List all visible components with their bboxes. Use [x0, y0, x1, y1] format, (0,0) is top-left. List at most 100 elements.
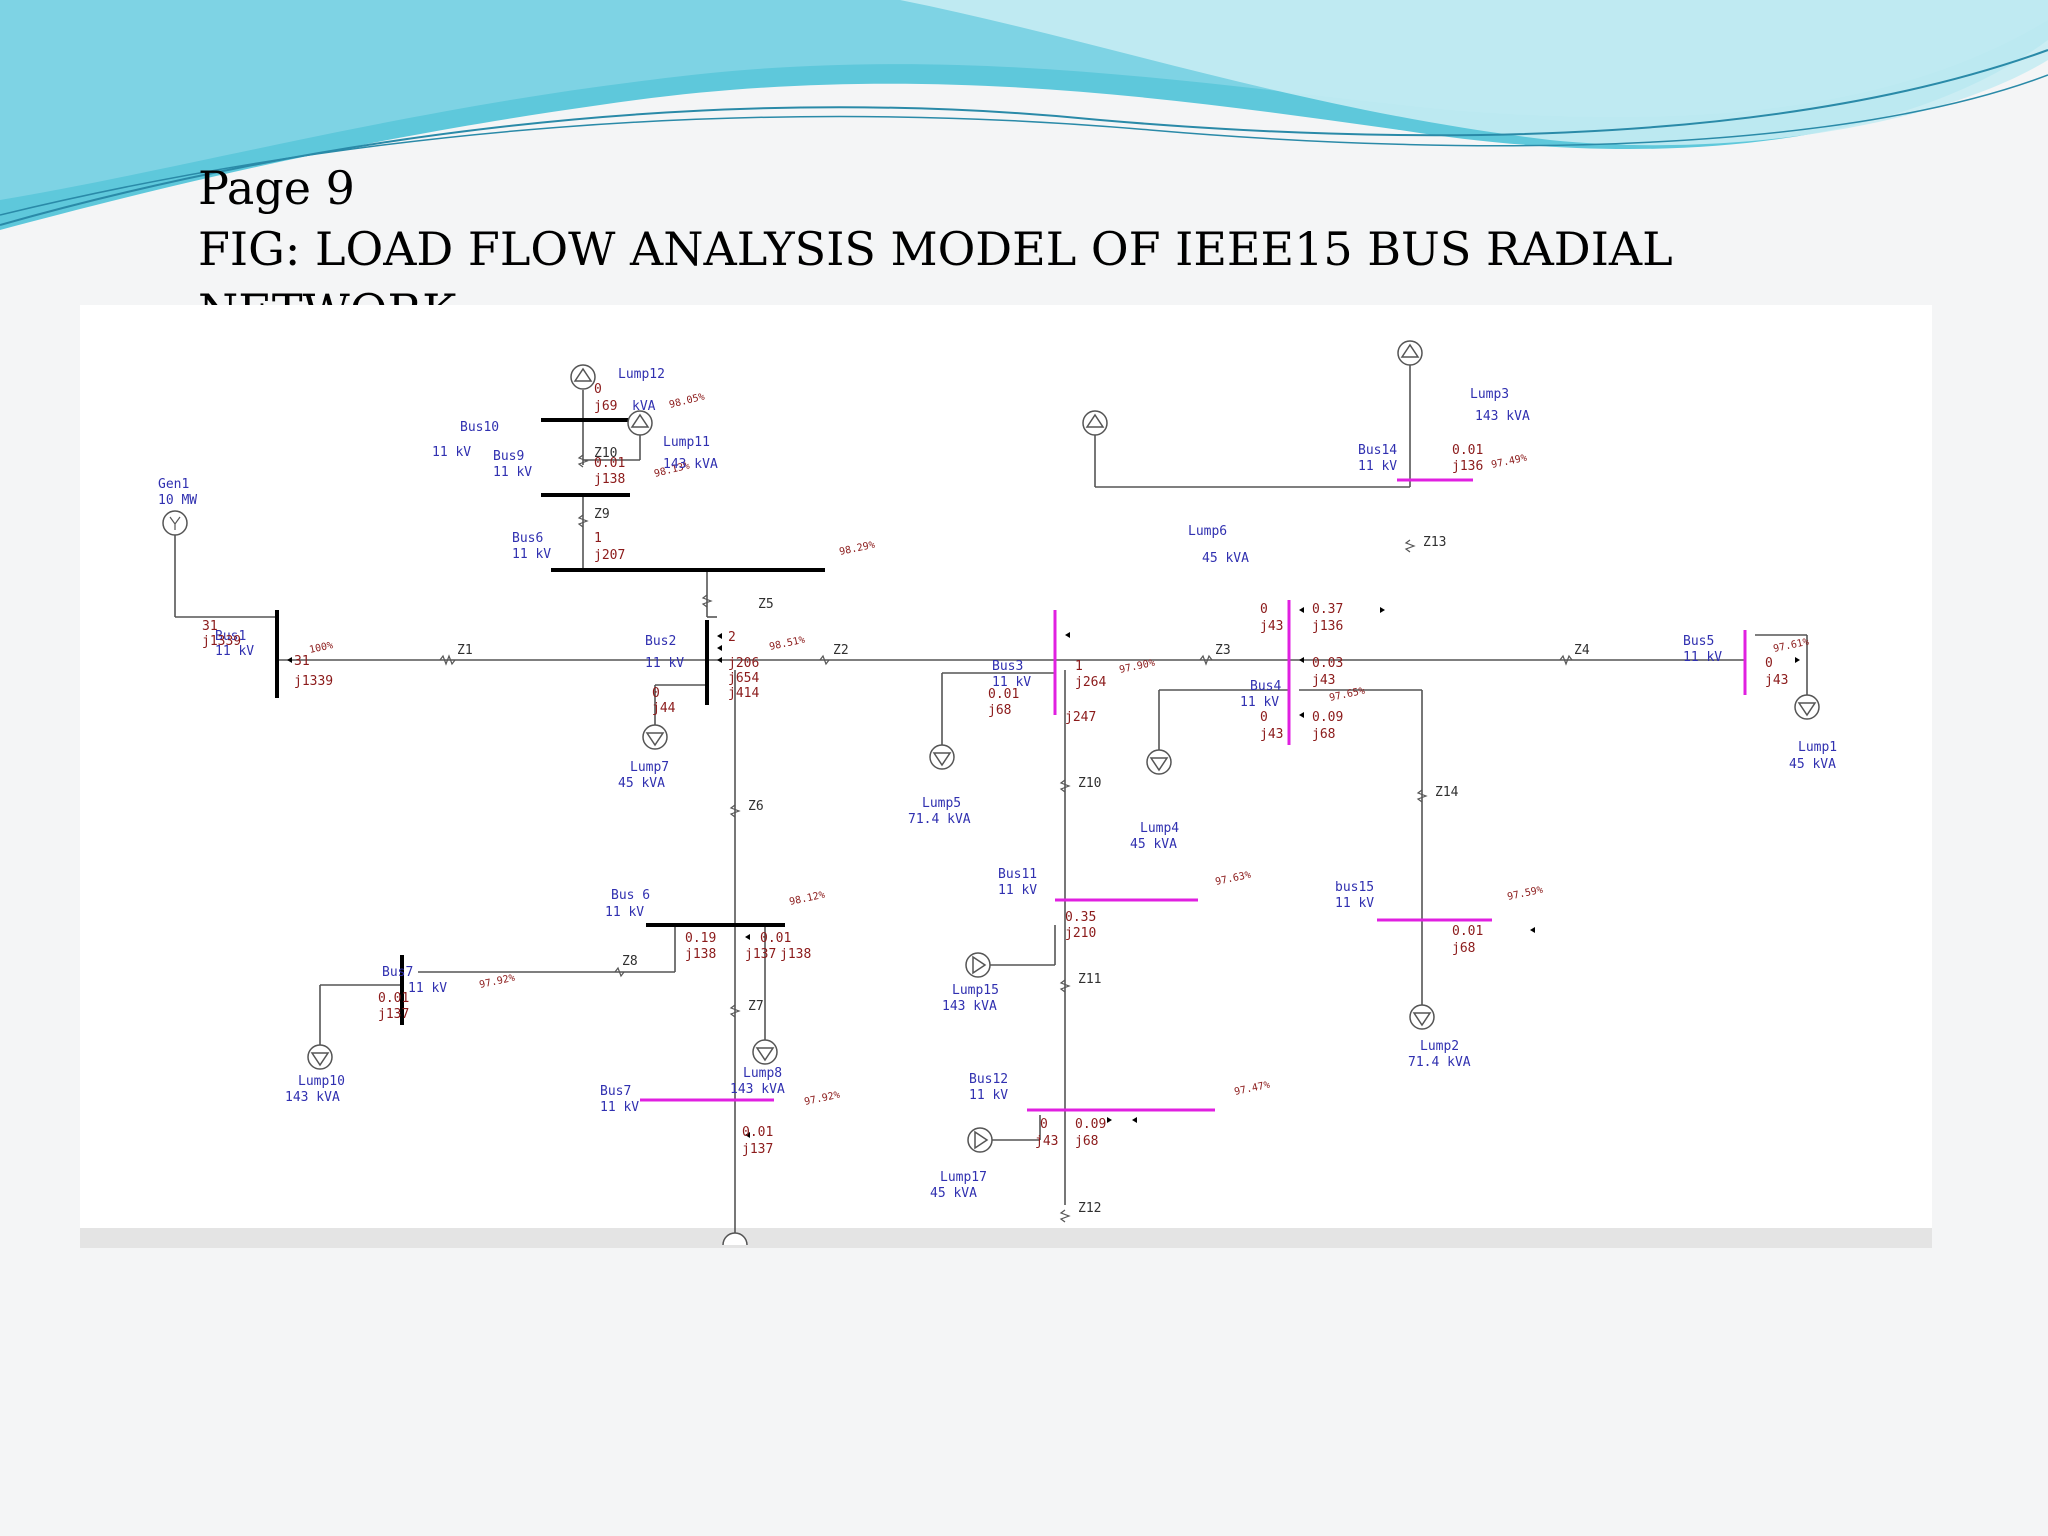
bus6-flow-q: j138 — [685, 947, 716, 962]
bus3-flow-q: j264 — [1075, 675, 1106, 690]
lump8-rating: 143 kVA — [730, 1082, 785, 1097]
lump1-rating: 45 kVA — [1789, 757, 1836, 772]
bus7-load-p: 0.01 — [742, 1125, 773, 1140]
bus3-flow-q2: j247 — [1065, 710, 1096, 725]
bus9-flow-p: 0.01 — [594, 456, 625, 471]
bus6-voltage-pct: 98.12% — [788, 890, 826, 908]
gen1-name: Gen1 — [158, 477, 189, 492]
lump11-name: Lump11 — [663, 435, 710, 450]
bus14-branch-q: j136 — [1312, 619, 1343, 634]
load-lump17-icon — [967, 1127, 993, 1153]
bus6-top-flow-q: j207 — [594, 548, 625, 563]
header-wave-banner — [0, 0, 2048, 230]
load-flow-diagram: Gen1 10 MW Bus1 11 kV 31 j1339 31 j1339 … — [158, 340, 1837, 1245]
bus7-name: Bus7 — [600, 1084, 631, 1099]
bus2-flow-p: 2 — [728, 630, 736, 645]
lump3-rating: 143 kVA — [1475, 409, 1530, 424]
load-lump12-icon — [570, 364, 596, 390]
bus11-name: Bus11 — [998, 867, 1037, 882]
lump12-name: Lump12 — [618, 367, 665, 382]
bus14-kv: 11 kV — [1358, 459, 1397, 474]
load-lump10-icon — [307, 1044, 333, 1070]
bus12-voltage-pct: 97.47% — [1233, 1080, 1271, 1098]
bus2-load-q: j44 — [652, 701, 676, 716]
bus12-load-p: 0 — [1040, 1117, 1048, 1132]
bus12-name: Bus12 — [969, 1072, 1008, 1087]
z3-label: Z3 — [1215, 643, 1231, 658]
lump6-rating: 45 kVA — [1202, 551, 1249, 566]
lump3-name: Lump3 — [1470, 387, 1509, 402]
page-label: Page 9 — [198, 161, 355, 215]
z14-label: Z14 — [1435, 785, 1459, 800]
bus6-name: Bus 6 — [611, 888, 650, 903]
lump6-branch-p: 0 — [1260, 602, 1268, 617]
bus14-load-q: j136 — [1452, 459, 1483, 474]
generator-gen1 — [162, 510, 188, 536]
bus1-flow-q2: j1339 — [294, 674, 333, 689]
bus1-voltage-pct: 100% — [308, 640, 334, 656]
lump7-rating: 45 kVA — [618, 776, 665, 791]
gen1-rating: 10 MW — [158, 493, 197, 508]
bus4-name: Bus4 — [1250, 679, 1281, 694]
lump12-rating: kVA — [632, 399, 656, 414]
bus8-voltage-pct: 97.92% — [478, 973, 516, 991]
lump2-name: Lump2 — [1420, 1039, 1459, 1054]
bus6-top-flow-p: 1 — [594, 531, 602, 546]
z7-label: Z7 — [748, 999, 764, 1014]
bus6-top-kv: 11 kV — [512, 547, 551, 562]
bus8-load-p: 0.01 — [378, 991, 409, 1006]
bus12-load-q: j43 — [1035, 1134, 1058, 1149]
lump10-name: Lump10 — [298, 1074, 345, 1089]
bus15-load-q: j68 — [1452, 941, 1475, 956]
bus10-voltage-pct: 98.05% — [668, 391, 706, 410]
bus6-flow-p: 0.19 — [685, 931, 716, 946]
bus6-flow-p2: 0.01 — [760, 931, 791, 946]
lump5-name: Lump5 — [922, 796, 961, 811]
lump4-rating: 45 kVA — [1130, 837, 1177, 852]
lump2-rating: 71.4 kVA — [1408, 1055, 1471, 1070]
bus11-voltage-pct: 97.63% — [1214, 870, 1252, 888]
bus10-name: Bus10 — [460, 420, 499, 435]
lump7-name: Lump7 — [630, 760, 669, 775]
diagram-panel — [80, 305, 1932, 1247]
z10-label: Z10 — [1078, 776, 1101, 791]
bus1-name: Bus1 — [215, 629, 246, 644]
bus4-voltage-pct: 97.65% — [1328, 686, 1366, 704]
bus3-load-q: j68 — [988, 703, 1011, 718]
lump15-rating: 143 kVA — [942, 999, 997, 1014]
bus15-name: bus15 — [1335, 880, 1374, 895]
bus11-flow-p: 0.35 — [1065, 910, 1096, 925]
bus9-name: Bus9 — [493, 449, 524, 464]
bus5-kv: 11 kV — [1683, 650, 1722, 665]
z13-label: Z13 — [1423, 535, 1446, 550]
bus15-load-p: 0.01 — [1452, 924, 1483, 939]
bus2-kv: 11 kV — [645, 656, 684, 671]
bus15-voltage-pct: 97.59% — [1506, 885, 1544, 903]
load-lump8-icon — [752, 1039, 778, 1065]
bus2-flow-q: j206 — [728, 656, 759, 671]
bus6-top-name: Bus6 — [512, 531, 543, 546]
bus12-kv: 11 kV — [969, 1088, 1008, 1103]
bus1-flow-p2: 31 — [294, 654, 310, 669]
bus12-flow-q2: j68 — [1075, 1134, 1098, 1149]
lump17-name: Lump17 — [940, 1170, 987, 1185]
bus3-load-p: 0.01 — [988, 687, 1019, 702]
bus14-name: Bus14 — [1358, 443, 1397, 458]
bus4-flow-p2: 0.09 — [1312, 710, 1343, 725]
bus2-voltage-pct: 98.51% — [768, 635, 806, 653]
bus4-load-p: 0 — [1260, 710, 1268, 725]
bus4-flow-q: j43 — [1312, 673, 1335, 688]
load-lump5-icon — [929, 744, 955, 770]
load-lump15-icon — [965, 952, 991, 978]
lump6-name: Lump6 — [1188, 524, 1227, 539]
bus6-top-voltage-pct: 98.29% — [838, 540, 876, 558]
z1-label: Z1 — [457, 643, 473, 658]
slide-title-line1: FIG: LOAD FLOW ANALYSIS MODEL OF IEEE15 … — [198, 222, 1673, 276]
lump5-rating: 71.4 kVA — [908, 812, 971, 827]
bus1-flow-q: j1339 — [202, 634, 241, 649]
z2-label: Z2 — [833, 643, 849, 658]
bus1-kv: 11 kV — [215, 644, 254, 659]
lump17-rating: 45 kVA — [930, 1186, 977, 1201]
diagram-base-strip — [80, 1228, 1932, 1248]
bus8-name: Bus7 — [382, 965, 413, 980]
